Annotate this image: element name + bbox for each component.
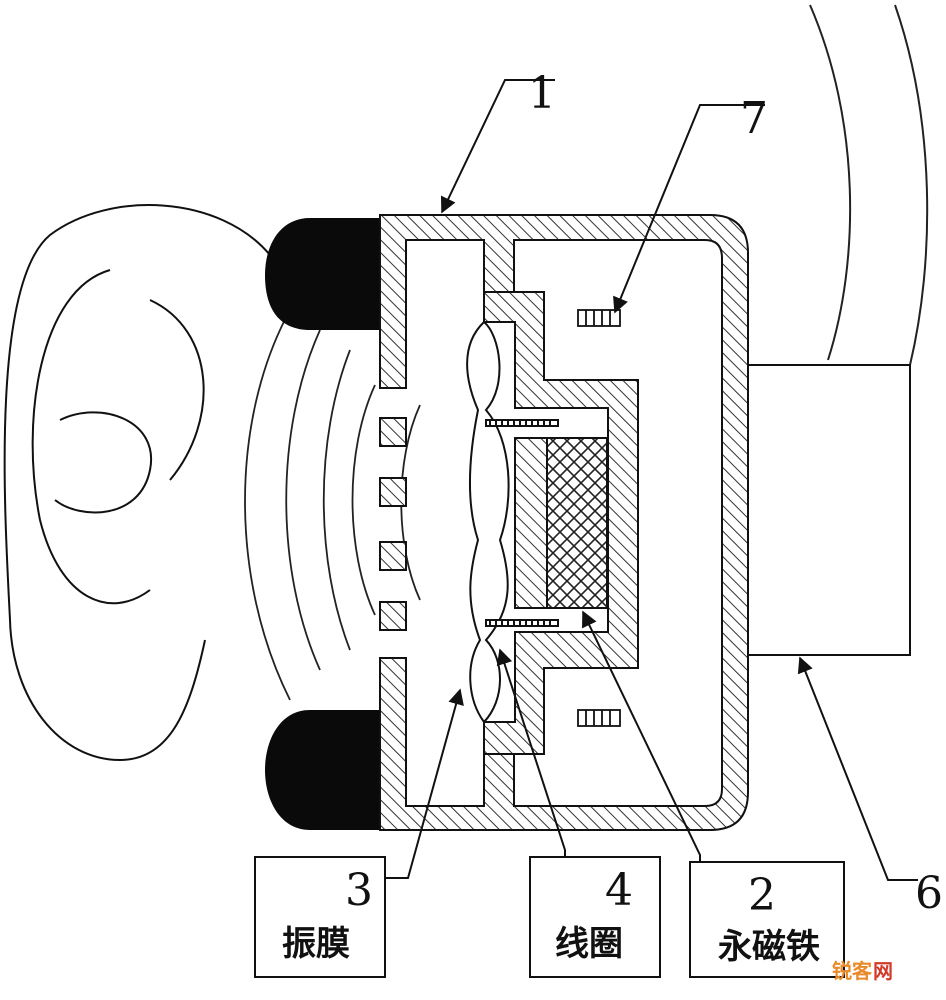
watermark: 锐客 网 [832, 959, 893, 983]
permanent-magnet [546, 437, 608, 609]
ear-cushions [265, 218, 380, 830]
small-components [577, 309, 621, 727]
callout-number-2: 2 [748, 870, 776, 921]
callout-number-3: 3 [345, 865, 373, 916]
voice-coil [485, 419, 559, 627]
housing [379, 214, 749, 831]
callout-number-6: 6 [915, 868, 943, 919]
leader-lines [385, 79, 918, 881]
callout-number-7: 7 [740, 93, 768, 144]
callout-label-4: 线圈 [555, 924, 623, 964]
headband-arcs [809, 4, 929, 366]
diaphragm [466, 321, 510, 723]
callout-label-2: 永磁铁 [718, 927, 820, 967]
ear-outline [3, 204, 271, 762]
callout-label-3: 振膜 [282, 924, 350, 964]
label-box-4: 4 线圈 [529, 856, 661, 978]
vent-holes [379, 417, 407, 631]
callout-number-1: 1 [528, 68, 556, 119]
watermark-text-b: 网 [873, 959, 893, 983]
connector-block [747, 364, 911, 656]
watermark-text-a: 锐客 [832, 959, 873, 983]
label-box-3: 3 振膜 [254, 856, 386, 978]
label-box-2: 2 永磁铁 [689, 861, 845, 978]
callout-number-4: 4 [605, 865, 633, 916]
